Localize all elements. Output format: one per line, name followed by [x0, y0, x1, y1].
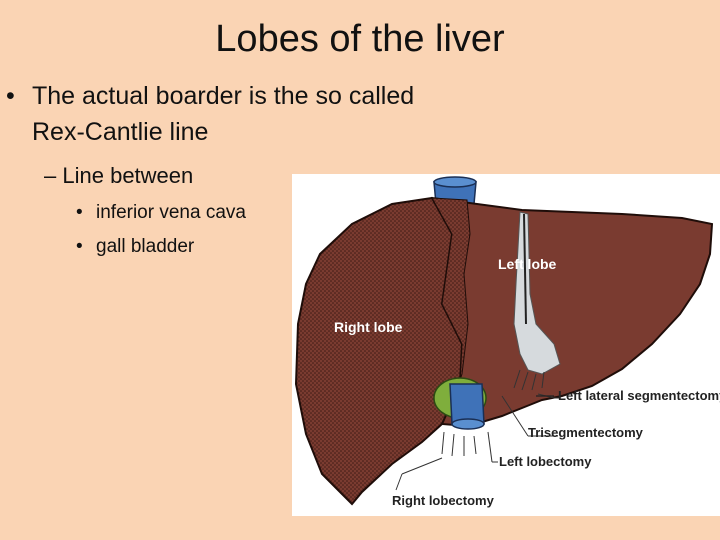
resection-arrows [395, 369, 560, 491]
bullet-symbol: • [76, 202, 83, 223]
bullet-item-text: inferior vena cava [96, 202, 246, 223]
dash-symbol: – [44, 163, 57, 188]
label-lateral-segmentectomy: Left lateral segmentectomy [558, 388, 720, 403]
liver-diagram: Left lobe Right lobe Left lateral segmen… [292, 174, 720, 516]
bullet-main-line2: Rex-Cantlie line [32, 118, 209, 146]
liver-diagram-svg: Left lobe Right lobe Left lateral segmen… [294, 176, 720, 508]
label-left-lobectomy: Left lobectomy [499, 454, 592, 469]
left-lobe-shape [430, 196, 714, 428]
slide-title: Lobes of the liver [215, 18, 505, 60]
label-left-lobe: Left lobe [498, 256, 557, 272]
bullet-symbol: • [76, 236, 83, 257]
bullet-sub-text: Line between [62, 163, 194, 188]
label-trisegmentectomy: Trisegmentectomy [528, 425, 644, 440]
label-right-lobectomy: Right lobectomy [392, 493, 495, 508]
bullet-item-gall-bladder: • gall bladder [76, 233, 194, 261]
bullet-item-vena-cava: • inferior vena cava [76, 199, 246, 227]
bullet-sub: – Line between [44, 160, 193, 192]
bullet-item-text: gall bladder [96, 236, 195, 257]
ligament-line [523, 213, 527, 325]
bullet-symbol: • [6, 82, 15, 110]
right-lobe-shape [294, 196, 464, 506]
bullet-main-line1: The actual boarder is the so called [32, 82, 415, 110]
vena-cava-bottom [449, 383, 485, 430]
label-right-lobe: Right lobe [334, 319, 403, 335]
